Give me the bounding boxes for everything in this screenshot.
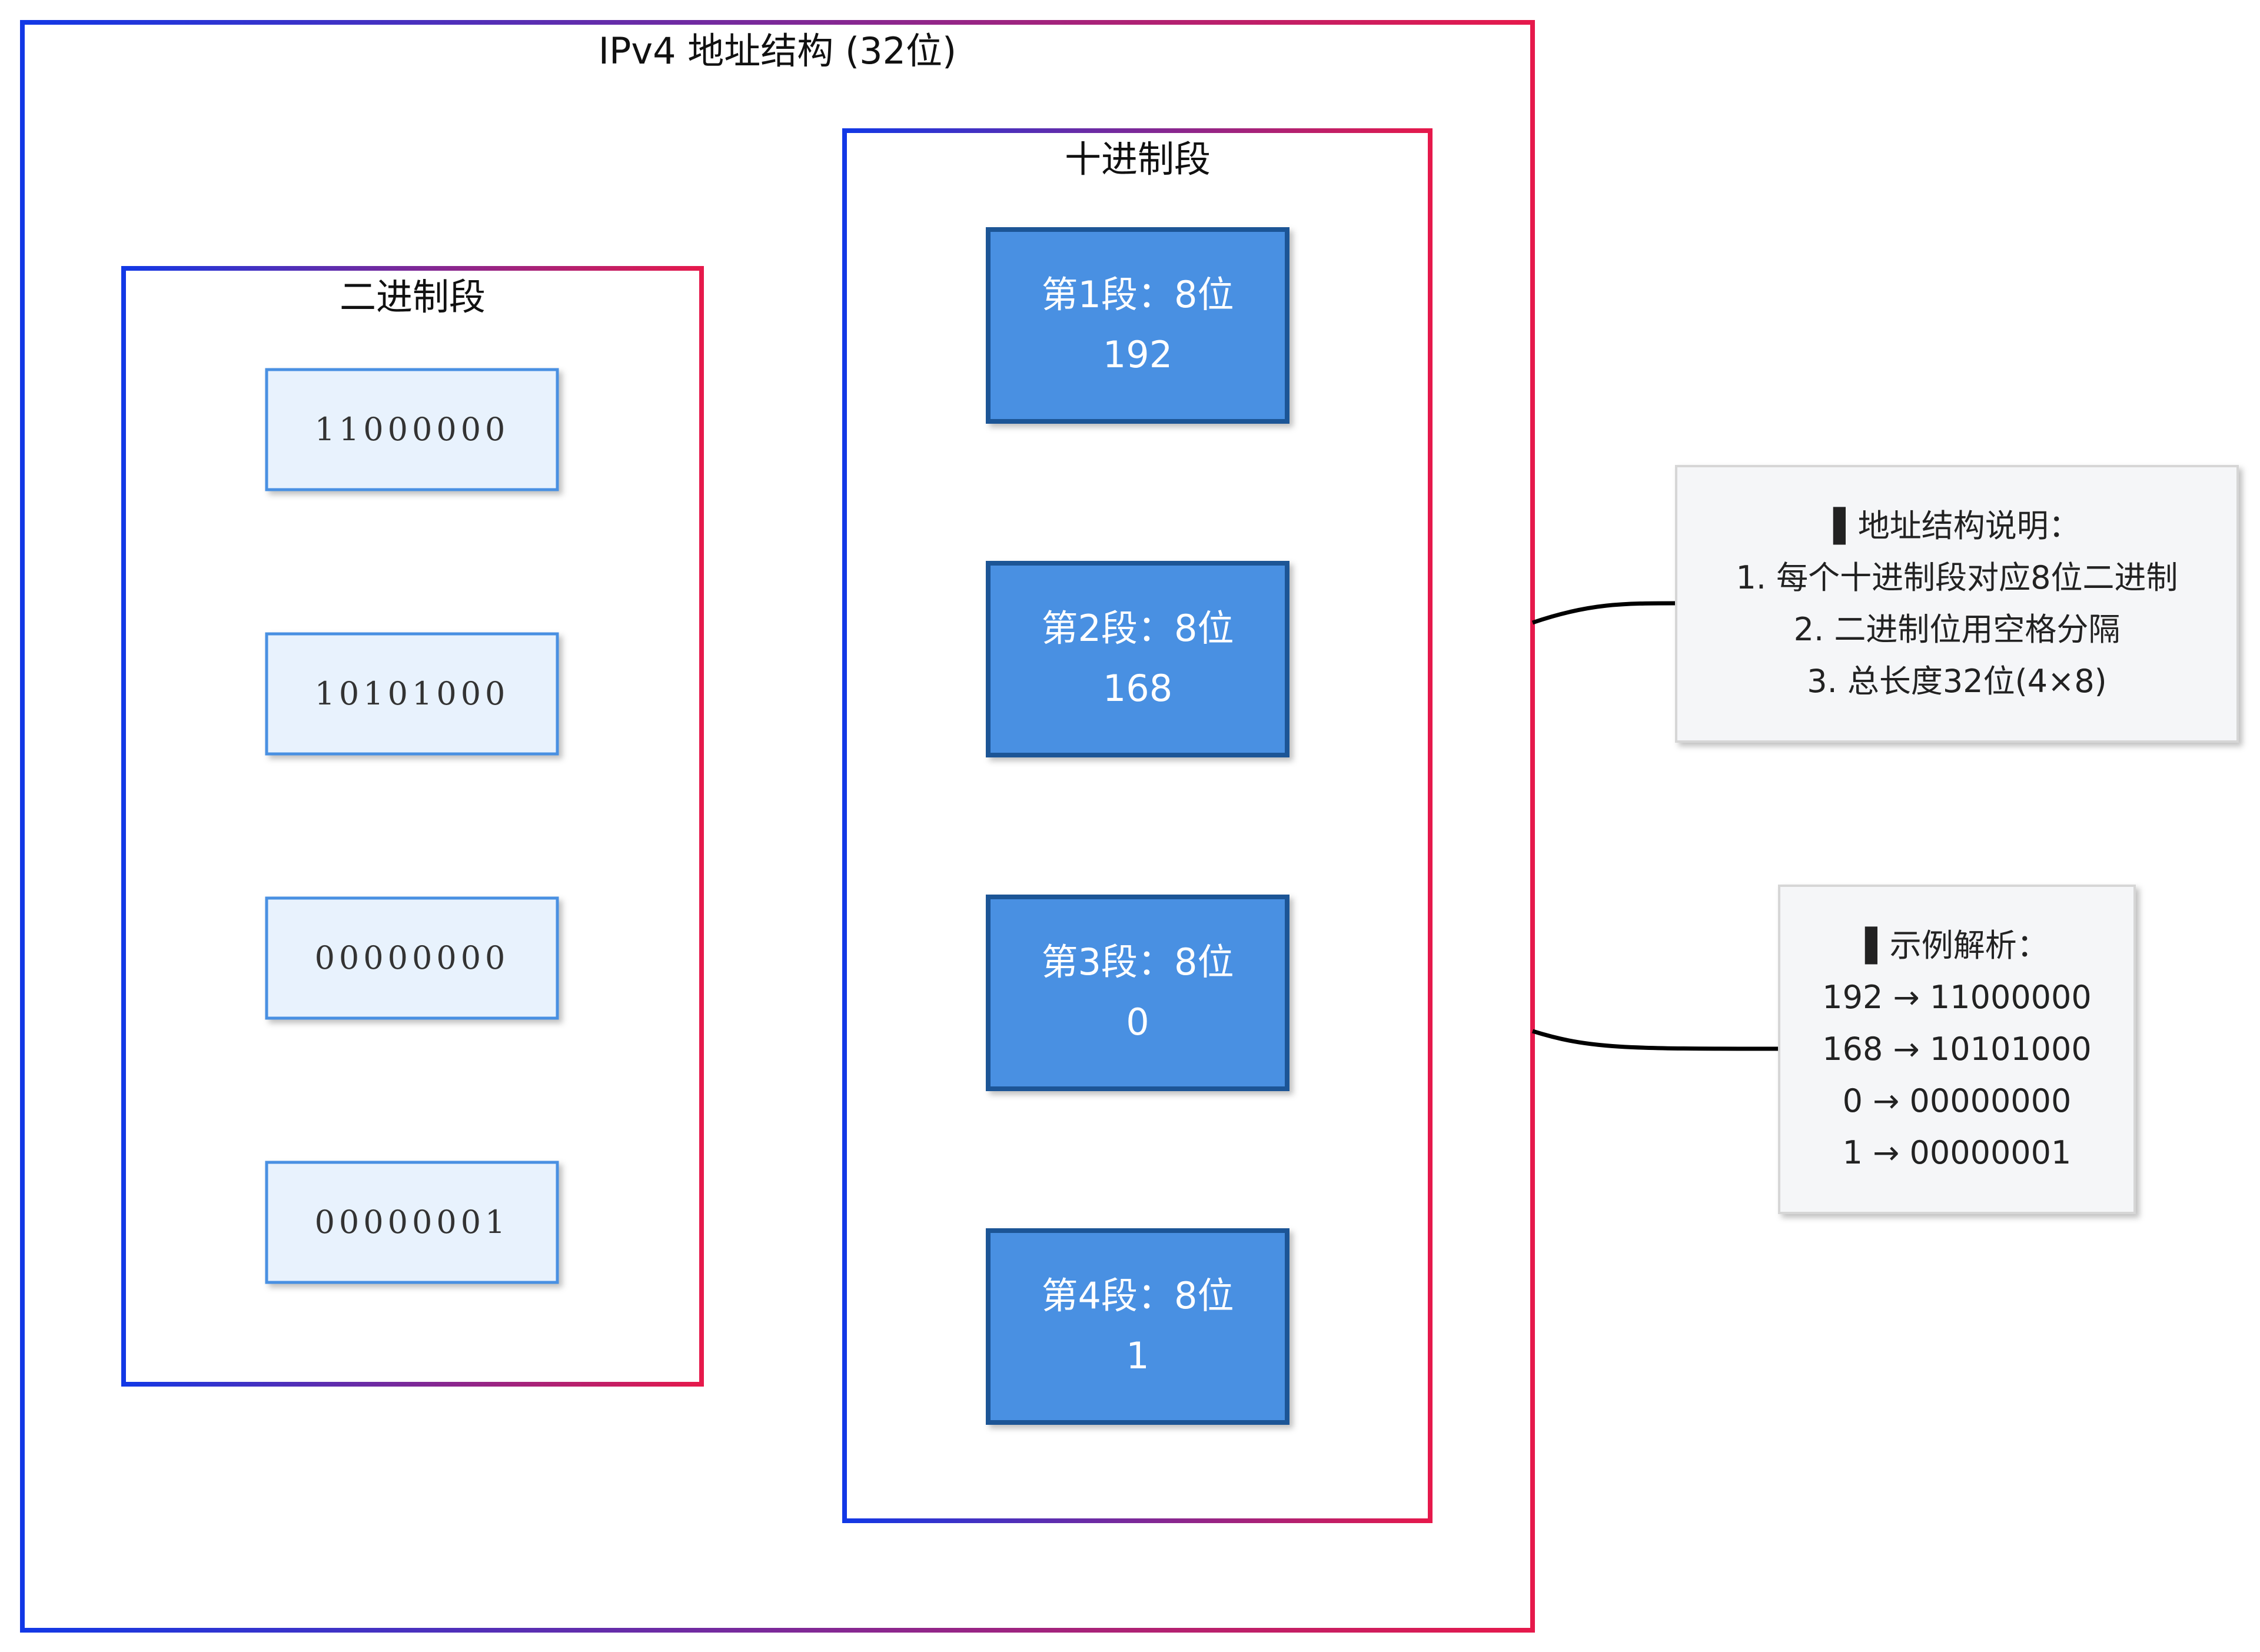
structure-note: ▌地址结构说明： 1. 每个十进制段对应8位二进制 2. 二进制位用空格分隔 3… [1675,465,2239,743]
binary-segment-value: 00000000 [315,939,510,976]
binary-segment[interactable]: 00000001 [265,1161,559,1284]
example-note-box [1778,885,2136,1214]
binary-segment[interactable]: 10101000 [265,632,559,756]
example-note-line: 1 → 00000001 [1843,1134,2072,1171]
structure-note-line: 1. 每个十进制段对应8位二进制 [1736,559,2178,596]
decimal-segment-value: 192 [1103,333,1172,376]
binary-segment-box [265,896,559,1020]
binary-segment-box [265,632,559,756]
binary-segment-value: 10101000 [315,675,510,712]
decimal-segment-box [986,227,1289,424]
binary-group-title: 二进制段 [340,275,486,318]
binary-segment-box [265,368,559,491]
binary-segment-value: 00000001 [315,1204,510,1241]
decimal-segment-box [986,561,1289,757]
decimal-segment-label: 第3段：8位 [1042,940,1234,983]
example-note: ▌示例解析： 192 → 11000000 168 → 10101000 0 →… [1778,885,2136,1214]
decimal-segment-value: 168 [1103,667,1172,710]
example-note-line: 192 → 11000000 [1822,979,2092,1016]
decimal-segment-label: 第2段：8位 [1042,607,1234,650]
structure-note-line: 2. 二进制位用空格分隔 [1794,611,2121,648]
decimal-segment-label: 第4段：8位 [1042,1274,1234,1317]
note-connector-structure [1531,601,1677,625]
decimal-segment-value: 1 [1126,1334,1149,1377]
example-note-line: 168 → 10101000 [1822,1031,2092,1068]
structure-note-line: 3. 总长度32位(4×8) [1807,663,2107,700]
binary-segment-box [265,1161,559,1284]
decimal-segment-label: 第1段：8位 [1042,273,1234,316]
note-connector-example [1531,1029,1780,1051]
binary-segment[interactable]: 11000000 [265,368,559,491]
decimal-segment[interactable]: 第2段：8位 168 [986,561,1289,757]
decimal-segment[interactable]: 第1段：8位 192 [986,227,1289,424]
decimal-segment-value: 0 [1126,1000,1149,1043]
decimal-group: 十进制段 第1段：8位 192 第2段：8位 168 第3段：8位 0 第4段：… [842,128,1433,1523]
decimal-segment[interactable]: 第3段：8位 0 [986,895,1289,1091]
decimal-segment-box [986,1228,1289,1425]
example-note-title: ▌示例解析： [1864,926,2049,965]
decimal-group-title: 十进制段 [1065,138,1211,181]
binary-group: 二进制段 11000000 10101000 00000000 00000001 [121,266,704,1387]
binary-segment[interactable]: 00000000 [265,896,559,1020]
structure-note-box [1675,465,2239,743]
main-group-title: IPv4 地址结构 (32位) [599,29,957,72]
structure-note-title: ▌地址结构说明： [1833,507,2080,545]
binary-segment-value: 11000000 [315,411,510,448]
decimal-segment-box [986,895,1289,1091]
decimal-segment[interactable]: 第4段：8位 1 [986,1228,1289,1425]
example-note-line: 0 → 00000000 [1843,1082,2072,1119]
